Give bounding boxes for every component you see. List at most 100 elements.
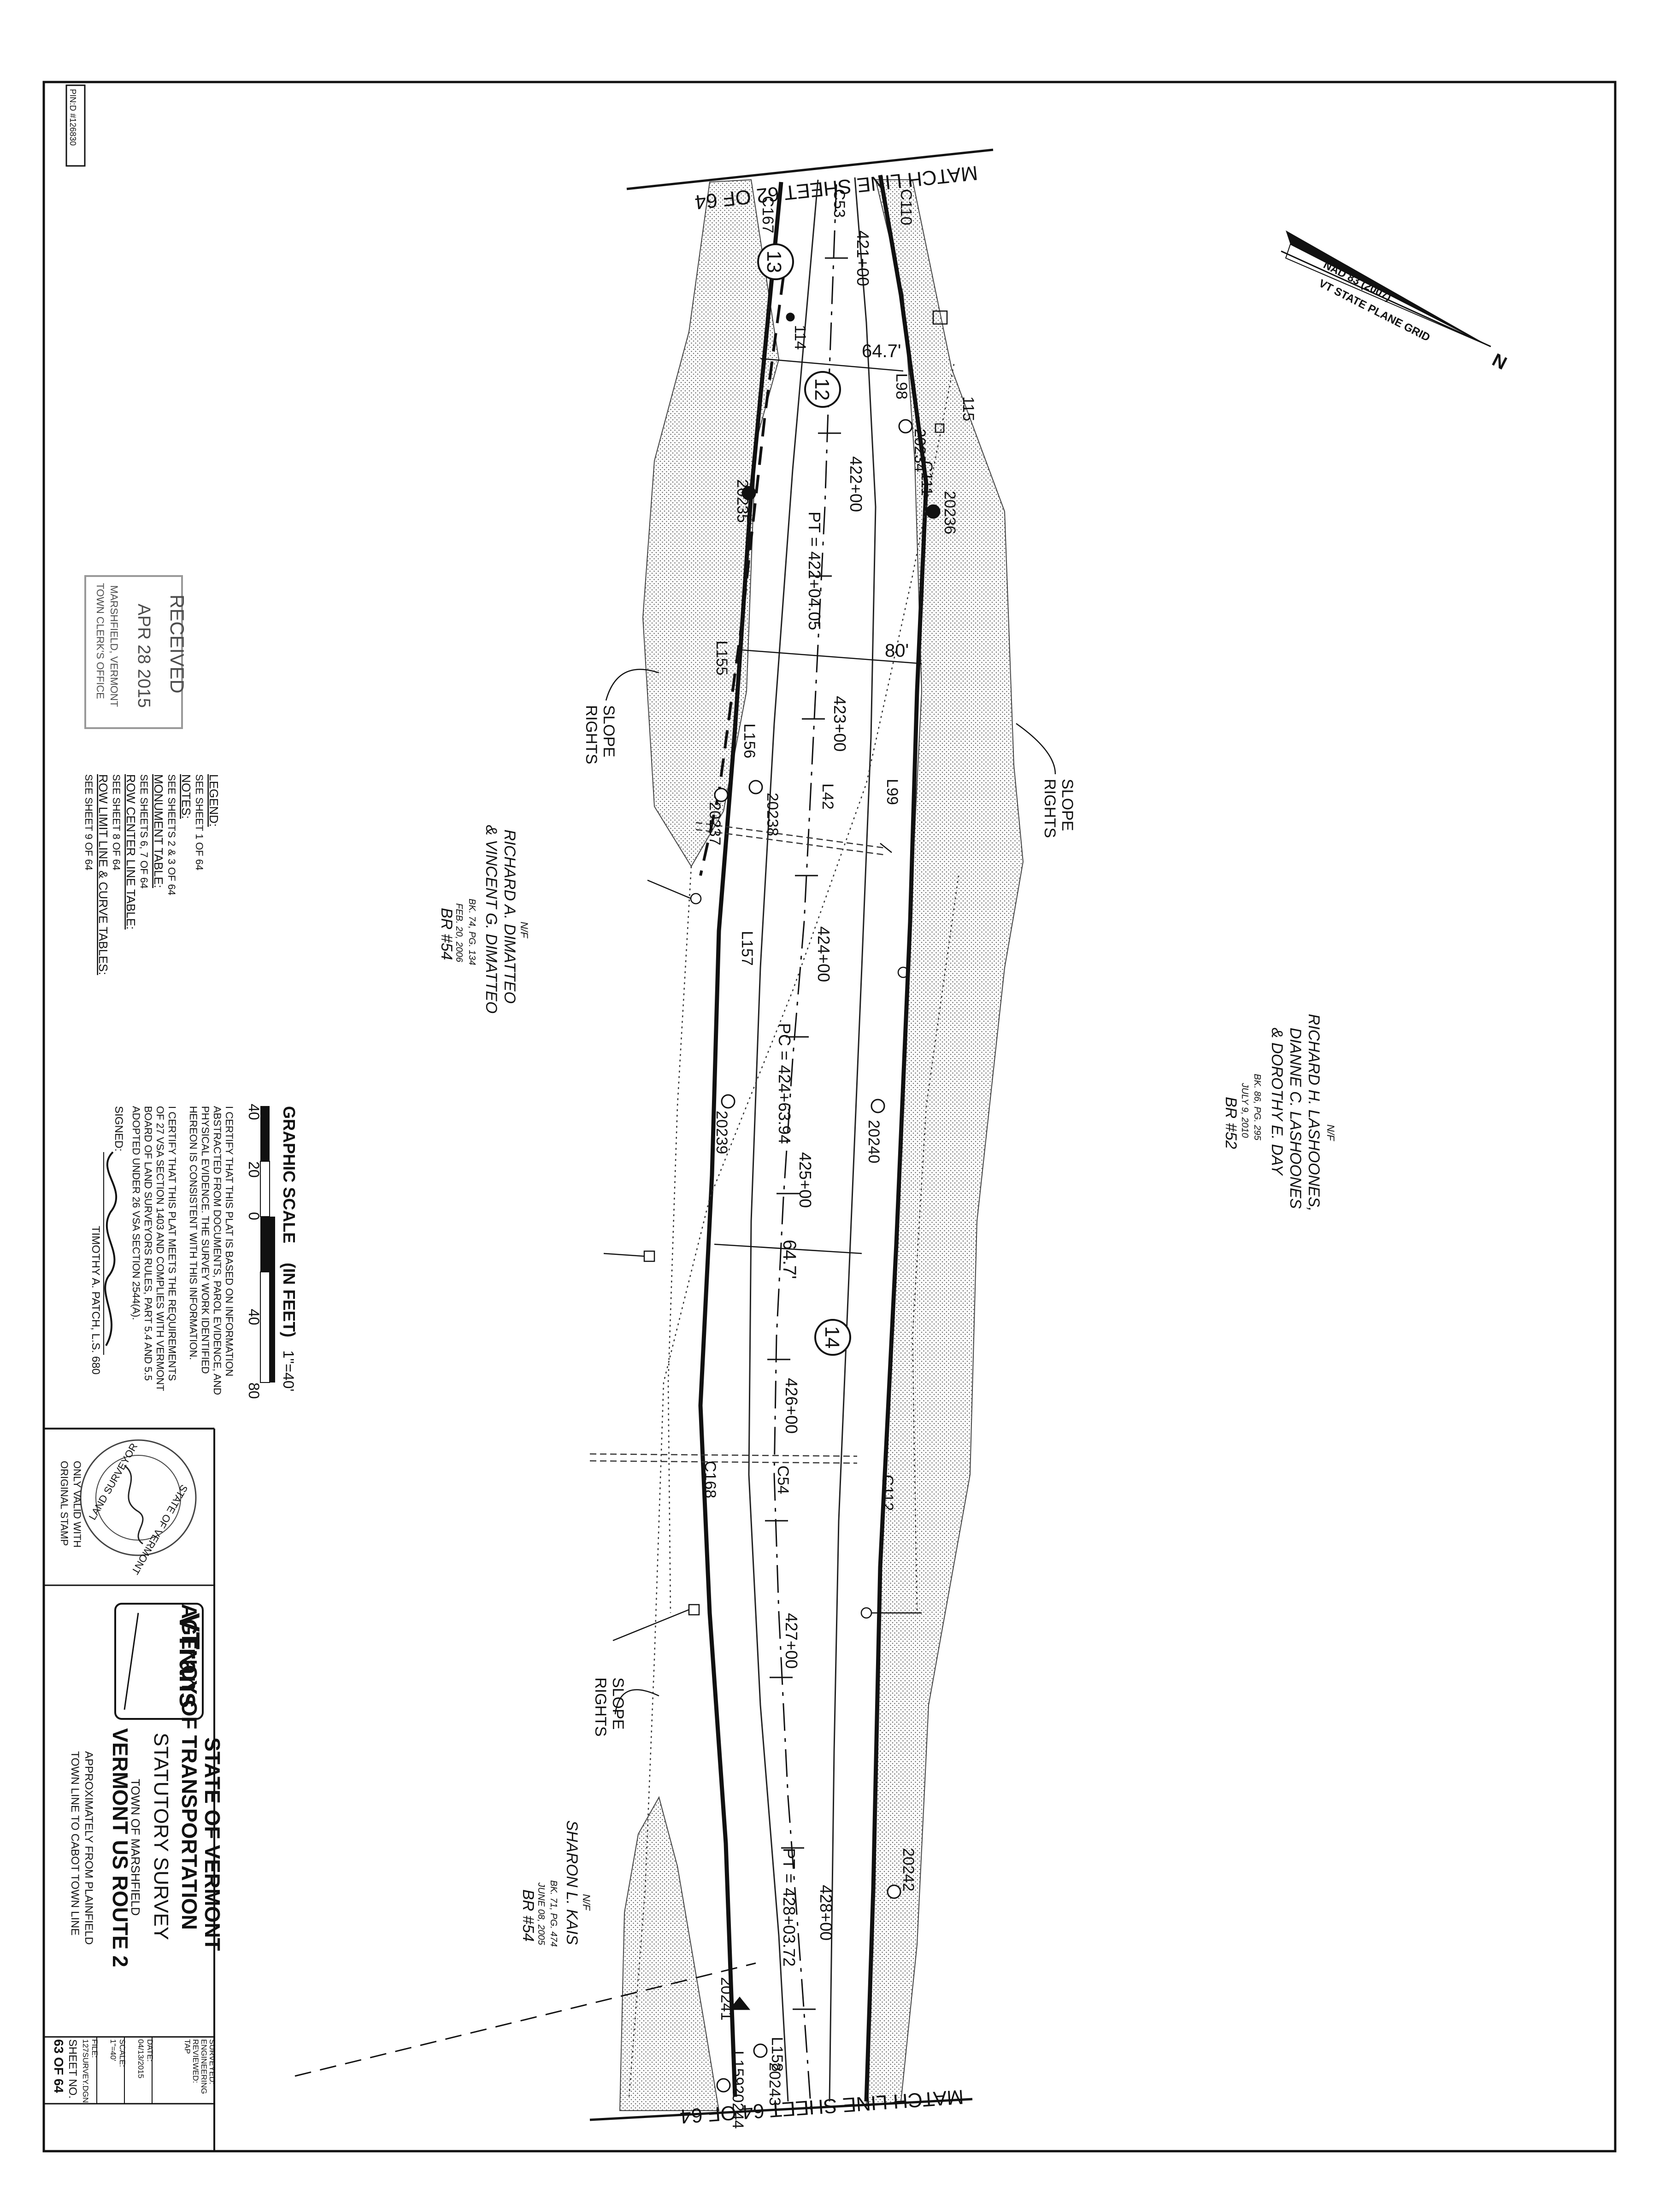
svg-text:RECEIVED: RECEIVED (166, 594, 188, 694)
svg-text:N/F: N/F (1325, 1124, 1336, 1141)
line-label-l155: L155 (713, 641, 730, 676)
title-block: STATE OF VERMONT LAND SURVEYOR ONLY VALI… (44, 1428, 224, 2151)
svg-text:I CERTIFY THAT THIS PLAT MEETS: I CERTIFY THAT THIS PLAT MEETS THE REQUI… (166, 1106, 178, 1381)
svg-text:ROW LIMIT LINE & CURVE TABLES:: ROW LIMIT LINE & CURVE TABLES: (96, 774, 110, 975)
surveyor-signature (104, 1151, 118, 1347)
station-pt-428: PT = 428+03.72 (780, 1848, 799, 1967)
line-label-l99: L99 (883, 779, 901, 805)
curve-label-c110: C110 (897, 189, 915, 225)
svg-text:REVIEWED:: REVIEWED: (191, 2039, 200, 2083)
station-422: 422+00 (847, 456, 865, 512)
curve-label-c112: C112 (879, 1475, 896, 1511)
side-block: SURVEYED: ENGINEERING REVIEWED: TAP DATE… (52, 2037, 217, 2104)
svg-text:N/F: N/F (581, 1894, 592, 1911)
svg-text:BOARD OF LAND SURVEYORS RULES,: BOARD OF LAND SURVEYORS RULES, PART 5.4 … (142, 1106, 154, 1381)
town-name: TOWN OF MARSHFIELD (129, 1779, 142, 1916)
svg-text:NOTES:: NOTES: (179, 774, 193, 819)
station-428: 428+00 (817, 1885, 835, 1941)
curve-label-c53: C53 (830, 189, 848, 218)
svg-text:TIMOTHY A. PATCH, L.S. 680: TIMOTHY A. PATCH, L.S. 680 (89, 1226, 102, 1375)
svg-text:RICHARD H. LASHOONES,: RICHARD H. LASHOONES, (1305, 1014, 1323, 1212)
extent-line-1: APPROXIMATELY FROM PLAINFIELD (82, 1751, 95, 1945)
svg-text:GRAPHIC SCALE: GRAPHIC SCALE (280, 1106, 299, 1243)
svg-text:RIGHTS: RIGHTS (592, 1677, 609, 1736)
svg-text:0: 0 (246, 1212, 262, 1220)
svg-text:RICHARD A. DIMATTEO: RICHARD A. DIMATTEO (501, 830, 518, 1004)
parcel-13: 13 (757, 243, 794, 280)
point-label-114: 114 (791, 325, 809, 350)
svg-text:(IN FEET): (IN FEET) (280, 1263, 299, 1337)
width-label-1: 64.7' (862, 341, 901, 361)
svg-text:& VINCENT G. DIMATTEO: & VINCENT G. DIMATTEO (482, 825, 500, 1013)
svg-text:04/13/2015: 04/13/2015 (136, 2039, 145, 2078)
surveyor-seal: STATE OF VERMONT LAND SURVEYOR ONLY VALI… (59, 1439, 197, 1577)
extent-line-2: TOWN LINE TO CABOT TOWN LINE (69, 1751, 81, 1936)
svg-text:DATE:: DATE: (146, 2039, 154, 2062)
property-line-dotted-3 (912, 875, 959, 1613)
point-label-20244: 20244 (729, 2085, 747, 2129)
line-label-l156: L156 (741, 724, 758, 759)
station-423: 423+00 (830, 696, 849, 752)
svg-text:1"=40': 1"=40' (280, 1350, 297, 1392)
svg-text:13: 13 (763, 251, 785, 273)
svg-text:JULY 9, 2010: JULY 9, 2010 (1240, 1082, 1250, 1138)
owner-dimatteo: N/F RICHARD A. DIMATTEO & VINCENT G. DIM… (438, 825, 530, 1013)
svg-text:80: 80 (246, 1382, 262, 1399)
north-arrow: NAD 83 (2007) VT STATE PLANE GRID N (1281, 230, 1510, 374)
curve-label-c111: C111 (918, 461, 935, 496)
graphic-scale: GRAPHIC SCALE (IN FEET) 1"=40' 40 20 0 4… (246, 1104, 299, 1399)
svg-text:SLOPE: SLOPE (1059, 779, 1076, 831)
survey-centerline (773, 184, 837, 2111)
match-line-top (626, 148, 994, 190)
station-pt-422: PT = 422+04.05 (805, 512, 824, 630)
row-limit-left (698, 182, 783, 2097)
svg-text:RIGHTS: RIGHTS (582, 705, 600, 764)
road-edge-right (829, 177, 877, 2102)
svg-text:ADOPTED UNDER 26 VSA SECTION 2: ADOPTED UNDER 26 VSA SECTION 2544(A). (130, 1106, 142, 1320)
svg-text:BK. 86, PG. 295: BK. 86, PG. 295 (1252, 1074, 1262, 1141)
point-label-20235: 20235 (734, 479, 751, 523)
svg-text:PHYSICAL EVIDENCE. THE SURVEY: PHYSICAL EVIDENCE. THE SURVEY WORK IDENT… (200, 1106, 211, 1374)
svg-text:BK. 71, PG. 474: BK. 71, PG. 474 (548, 1880, 559, 1947)
slope-rights-area-left-upper (642, 179, 780, 867)
svg-text:SLOPE: SLOPE (609, 1677, 627, 1730)
file-id: PIN:D #126830 (65, 84, 86, 167)
station-427: 427+00 (782, 1613, 801, 1669)
station-421: 421+00 (853, 230, 872, 286)
svg-text:PIN:D #126830: PIN:D #126830 (68, 89, 77, 146)
svg-text:HEREON IS CONSISTENT WITH THIS: HEREON IS CONSISTENT WITH THIS INFORMATI… (188, 1106, 199, 1360)
row-limit-right (864, 175, 929, 2102)
utility-poles (603, 310, 948, 1641)
svg-text:14: 14 (821, 1326, 843, 1349)
svg-text:20: 20 (246, 1161, 262, 1178)
svg-text:OF 27 VSA SECTION 1403 AND COM: OF 27 VSA SECTION 1403 AND COMPLIES WITH… (154, 1106, 166, 1391)
road-edge-left (748, 179, 819, 2102)
svg-text:APR 28 2015: APR 28 2015 (134, 604, 153, 708)
survey-type: STATUTORY SURVEY (150, 1733, 172, 1940)
slope-rights-label-2: SLOPE RIGHTS (1016, 723, 1076, 838)
svg-text:ORIGINAL STAMP: ORIGINAL STAMP (59, 1461, 70, 1546)
svg-text:MONUMENT TABLE:: MONUMENT TABLE: (152, 774, 165, 888)
svg-text:ABSTRACTED FROM DOCUMENTS, PAR: ABSTRACTED FROM DOCUMENTS, PAROL EVIDENC… (212, 1106, 223, 1395)
legend-references: LEGEND: SEE SHEET 1 OF 64 NOTES: SEE SHE… (83, 774, 221, 975)
match-line-bottom (589, 2098, 973, 2121)
station-426: 426+00 (782, 1378, 801, 1434)
point-label-20234: 20234 (911, 429, 929, 472)
station-pc-424: PC = 424+63.94 (775, 1023, 794, 1144)
point-label-20236: 20236 (941, 491, 959, 535)
svg-text:FEB. 20, 2006: FEB. 20, 2006 (454, 903, 464, 963)
vtrans-logo: VTrans (114, 1603, 205, 1720)
slope-rights-area-right (865, 179, 1024, 2107)
line-label-l157: L157 (738, 931, 756, 966)
reference-line-dashed (294, 1962, 756, 2077)
svg-text:40: 40 (246, 1104, 262, 1120)
owner-kais: N/F SHARON L. KAIS BK. 71, PG. 474 JUNE … (519, 1820, 592, 1947)
svg-text:FILE:: FILE: (90, 2039, 99, 2058)
slope-rights-label-1: SLOPE RIGHTS (582, 669, 659, 764)
svg-text:SURVEYED:: SURVEYED: (208, 2039, 217, 2084)
svg-text:LEGEND:: LEGEND: (207, 774, 221, 827)
point-label-20238: 20238 (764, 793, 781, 836)
svg-text:SLOPE: SLOPE (600, 705, 618, 757)
svg-text:LAND SURVEYOR: LAND SURVEYOR (87, 1441, 140, 1522)
